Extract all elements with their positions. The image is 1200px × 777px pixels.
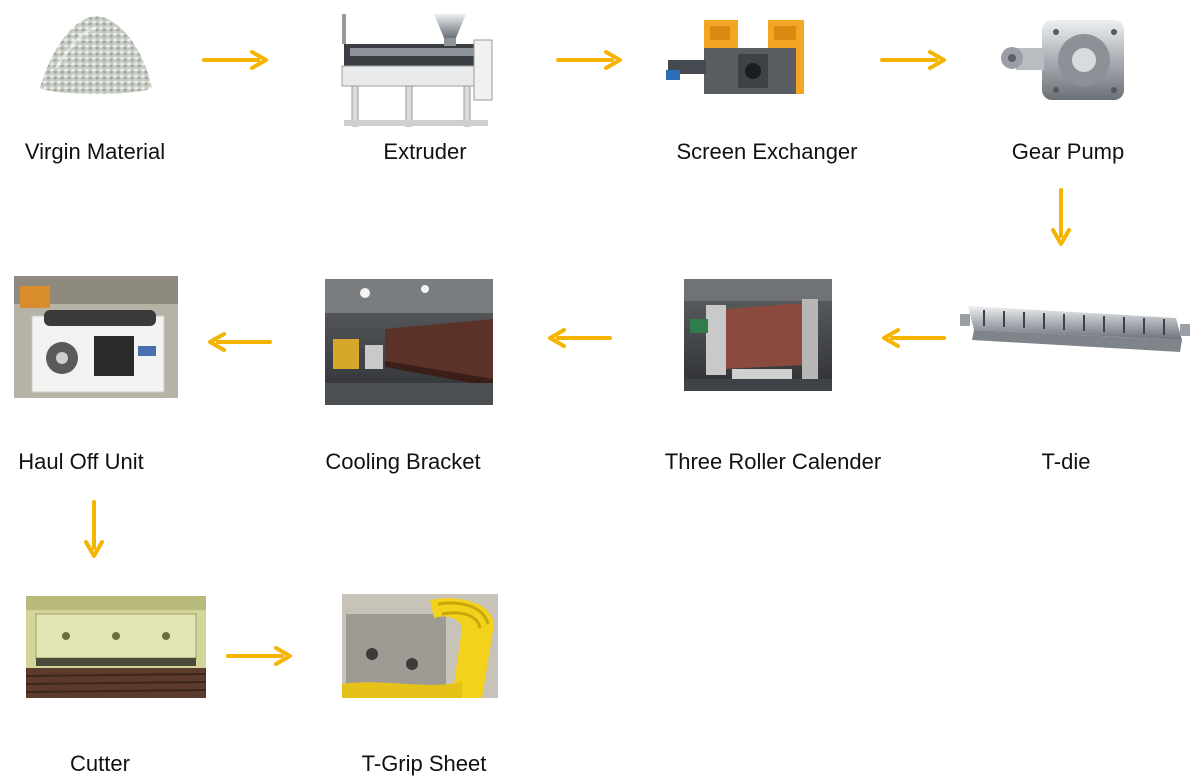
calender-machine-photo-icon (684, 279, 832, 391)
arrow-right-icon (226, 646, 292, 666)
node-label-virgin-material: Virgin Material (24, 139, 166, 164)
node-label-gear-pump: Gear Pump (1011, 139, 1125, 164)
node-label-three-roller-calender: Three Roller Calender (664, 449, 882, 474)
node-label-haul-off-unit: Haul Off Unit (18, 449, 144, 474)
arrow-left-icon (208, 332, 272, 352)
screen-changer-machine-icon (666, 20, 804, 94)
node-label-cutter: Cutter (70, 751, 130, 776)
cutter-machine-photo-icon (26, 596, 206, 698)
plastic-granules-pile-icon (40, 16, 152, 94)
flat-die-icon (960, 306, 1190, 352)
arrow-right-icon (556, 50, 622, 70)
arrow-left-icon (548, 328, 612, 348)
node-label-t-grip-sheet: T-Grip Sheet (361, 751, 487, 776)
node-label-cooling-bracket: Cooling Bracket (325, 449, 481, 474)
gear-pump-unit-icon (1001, 20, 1124, 100)
arrow-left-icon (882, 328, 946, 348)
t-grip-sheet-photo-icon (342, 594, 498, 698)
arrow-down-icon (1051, 188, 1071, 246)
extruder-machine-icon (341, 14, 493, 127)
node-label-t-die: T-die (1041, 449, 1091, 474)
node-label-extruder: Extruder (383, 139, 467, 164)
cooling-bracket-photo-icon (325, 279, 493, 405)
haul-off-machine-photo-icon (14, 276, 178, 398)
node-label-screen-exchanger: Screen Exchanger (676, 139, 858, 164)
arrow-down-icon (84, 500, 104, 558)
arrow-right-icon (880, 50, 946, 70)
arrow-right-icon (202, 50, 268, 70)
